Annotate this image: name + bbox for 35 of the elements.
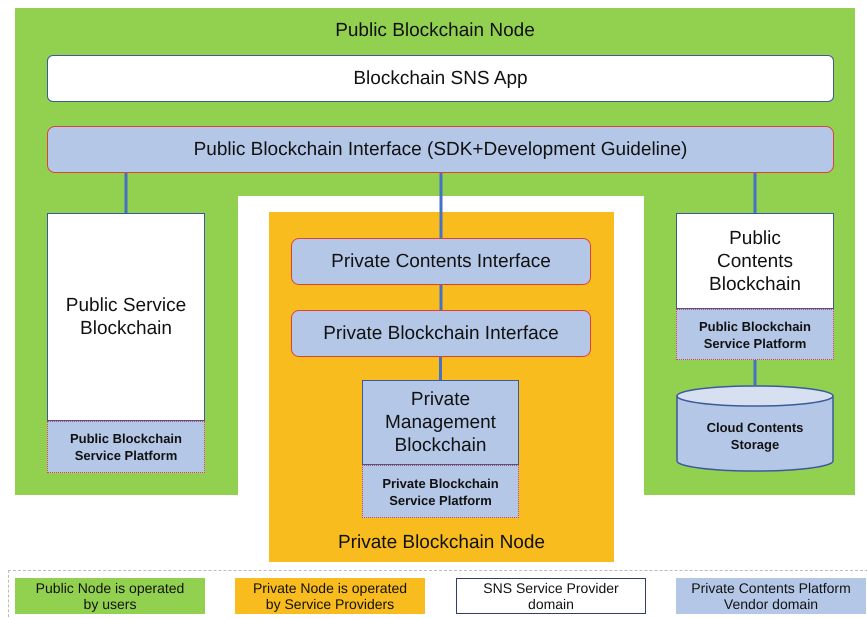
node-label: Private Blockchain Interface [323, 322, 559, 344]
legend-text: Private Contents Platform Vendor domain [690, 580, 852, 612]
node-label: Private Blockchain Node [338, 532, 545, 554]
platform-box [47, 421, 205, 473]
node-label: Private Management Blockchain [384, 388, 497, 457]
blockchain-box [362, 380, 519, 465]
legend-text: Public Node is operated by users [34, 580, 186, 612]
connector-line [439, 357, 442, 380]
legend-text: SNS Service Provider domain [482, 580, 620, 612]
interface-box [47, 126, 834, 173]
storage-cylinder [676, 385, 834, 472]
connector-line [754, 360, 756, 385]
interface-box [291, 238, 591, 285]
node-label: Private Blockchain Service Platform [381, 474, 500, 508]
region-panel [269, 212, 614, 562]
connector-line [440, 173, 442, 238]
node-label: Public Blockchain Service Platform [698, 318, 812, 352]
interface-box [291, 310, 591, 357]
node-label: Public Blockchain Service Platform [69, 430, 183, 464]
legend-text: Private Node is operated by Service Providers [252, 580, 408, 612]
node-label: Private Contents Interface [331, 250, 551, 272]
node-label: Public Blockchain Node [335, 20, 535, 42]
platform-box [676, 309, 834, 360]
node-label: Public Service Blockchain [64, 294, 188, 340]
blockchain-box [47, 213, 205, 421]
node-label: Public Contents Blockchain [708, 226, 802, 296]
connector-line [440, 285, 442, 310]
blockchain-box [676, 213, 834, 309]
connector-line [124, 173, 128, 213]
platform-box [362, 465, 519, 518]
node-label: Cloud Contents Storage [706, 418, 804, 452]
app-box [47, 55, 834, 102]
node-label: Blockchain SNS App [353, 68, 528, 90]
node-label: Public Blockchain Interface (SDK+Development Guideline) [194, 138, 688, 160]
connector-line [754, 173, 756, 213]
